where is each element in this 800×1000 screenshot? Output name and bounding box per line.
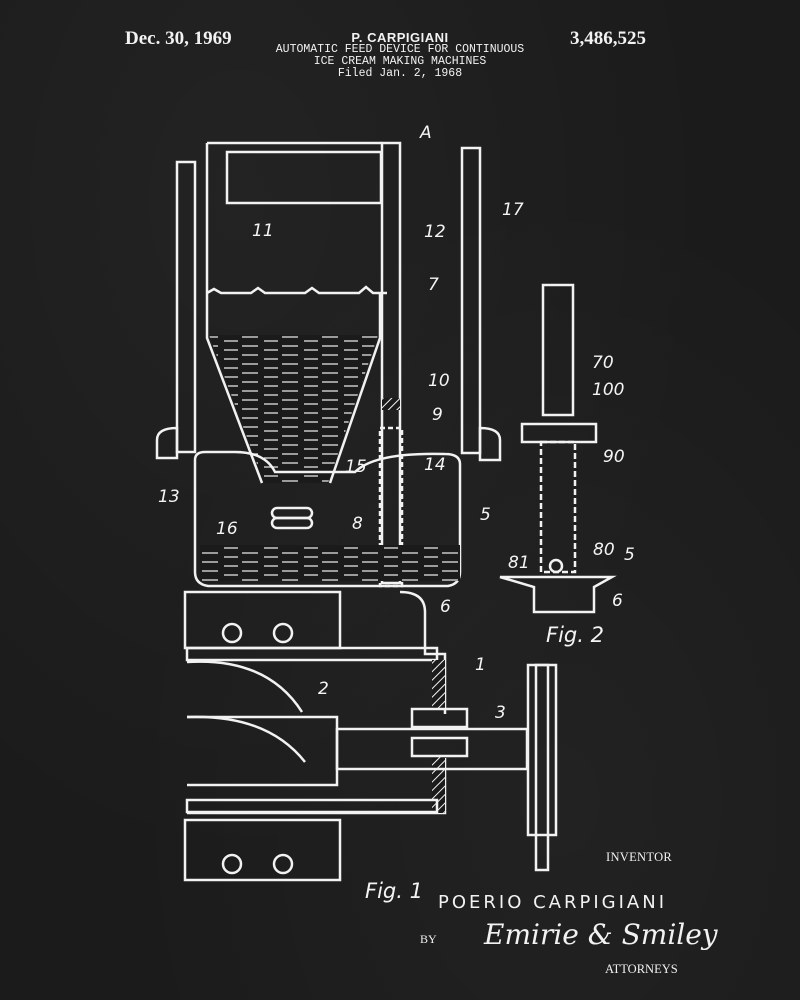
rotor-blade-2 [186, 660, 306, 763]
by-label: BY [420, 932, 437, 946]
label-80: 80 [593, 540, 615, 560]
inventor-caption: INVENTOR [606, 850, 673, 864]
element-10 [382, 398, 400, 410]
label-2: 2 [318, 679, 329, 699]
patent-number: 3,486,525 [570, 28, 646, 49]
bolt-hole [221, 853, 243, 875]
inventor-header: P. CARPIGIANI [351, 30, 449, 45]
jacket-right [460, 146, 482, 455]
housing-bottom-wall [185, 798, 439, 814]
label-6-fig2: 6 [612, 591, 623, 611]
patent-title-line2: ICE CREAM MAKING MACHINES [313, 55, 487, 68]
fig2-drawing [499, 283, 617, 614]
label-10: 10 [428, 371, 450, 391]
pulley-belt [534, 663, 550, 872]
label-5-fig2: 5 [624, 545, 635, 565]
tube-70 [541, 283, 575, 417]
hopper-cone [205, 293, 382, 484]
label-1: 1 [475, 655, 486, 675]
label-A: A [419, 123, 432, 143]
label-70: 70 [592, 353, 614, 373]
bolt-hole [272, 622, 294, 644]
sleeve-9 [378, 426, 404, 588]
patent-date: Dec. 30, 1969 [125, 28, 232, 49]
fig1-caption: Fig. 1 [365, 879, 423, 903]
label-100: 100 [592, 380, 624, 400]
bolt-hole [272, 853, 294, 875]
attorney-signature: Emirie & Smiley [484, 918, 718, 951]
housing-top-wall [185, 646, 439, 662]
label-12: 12 [424, 222, 446, 242]
fig1-labels: A 11 12 17 7 10 9 13 15 14 5 16 8 6 1 2 … [158, 123, 524, 903]
fig2-labels: 70 100 90 81 80 5 6 Fig. 2 [508, 353, 635, 647]
filed-date: Filed Jan. 2, 1968 [337, 67, 463, 80]
label-14: 14 [424, 455, 446, 475]
label-8: 8 [352, 514, 363, 534]
insulation-bottom [183, 818, 342, 882]
label-3: 3 [495, 703, 506, 723]
flange-left [155, 426, 179, 460]
inventor-name: POERIO CARPIGIANI [438, 892, 667, 913]
flange-right [478, 426, 502, 462]
label-90: 90 [603, 447, 625, 467]
label-17: 17 [502, 200, 524, 220]
patent-title-line1: AUTOMATIC FEED DEVICE FOR CONTINUOUS [275, 43, 525, 56]
jacket-left [175, 160, 197, 454]
fig2-caption: Fig. 2 [546, 623, 604, 647]
ball-80 [548, 558, 564, 574]
label-5: 5 [480, 505, 491, 525]
bowl-5 [193, 450, 462, 588]
label-13: 13 [158, 487, 180, 507]
label-15: 15 [345, 457, 367, 477]
sleeve-90 [539, 440, 577, 574]
tube-7 [380, 141, 402, 585]
pulley [526, 663, 558, 837]
bearing-top [410, 707, 469, 729]
rotor-hub [187, 715, 339, 787]
label-6: 6 [440, 597, 451, 617]
label-7: 7 [428, 275, 439, 295]
mix-liquid [209, 335, 378, 483]
label-11: 11 [252, 221, 274, 241]
label-9: 9 [432, 405, 443, 425]
bearing-bottom [410, 736, 469, 758]
label-81: 81 [508, 553, 530, 573]
liquid-16 [200, 545, 460, 581]
nozzle-ring [270, 506, 314, 520]
attorneys-caption: ATTORNEYS [605, 962, 678, 976]
housing-wall-right [432, 660, 445, 708]
insulation-top [183, 590, 342, 650]
housing-wall-right-lower [432, 757, 445, 813]
seat-5-6 [499, 575, 617, 614]
hopper-top [205, 141, 387, 295]
label-16: 16 [216, 519, 238, 539]
knurled-nut [520, 422, 598, 444]
fig1-drawing [155, 141, 558, 882]
bolt-hole [221, 622, 243, 644]
nozzle-ring-2 [270, 516, 314, 530]
lid-11 [225, 150, 383, 205]
